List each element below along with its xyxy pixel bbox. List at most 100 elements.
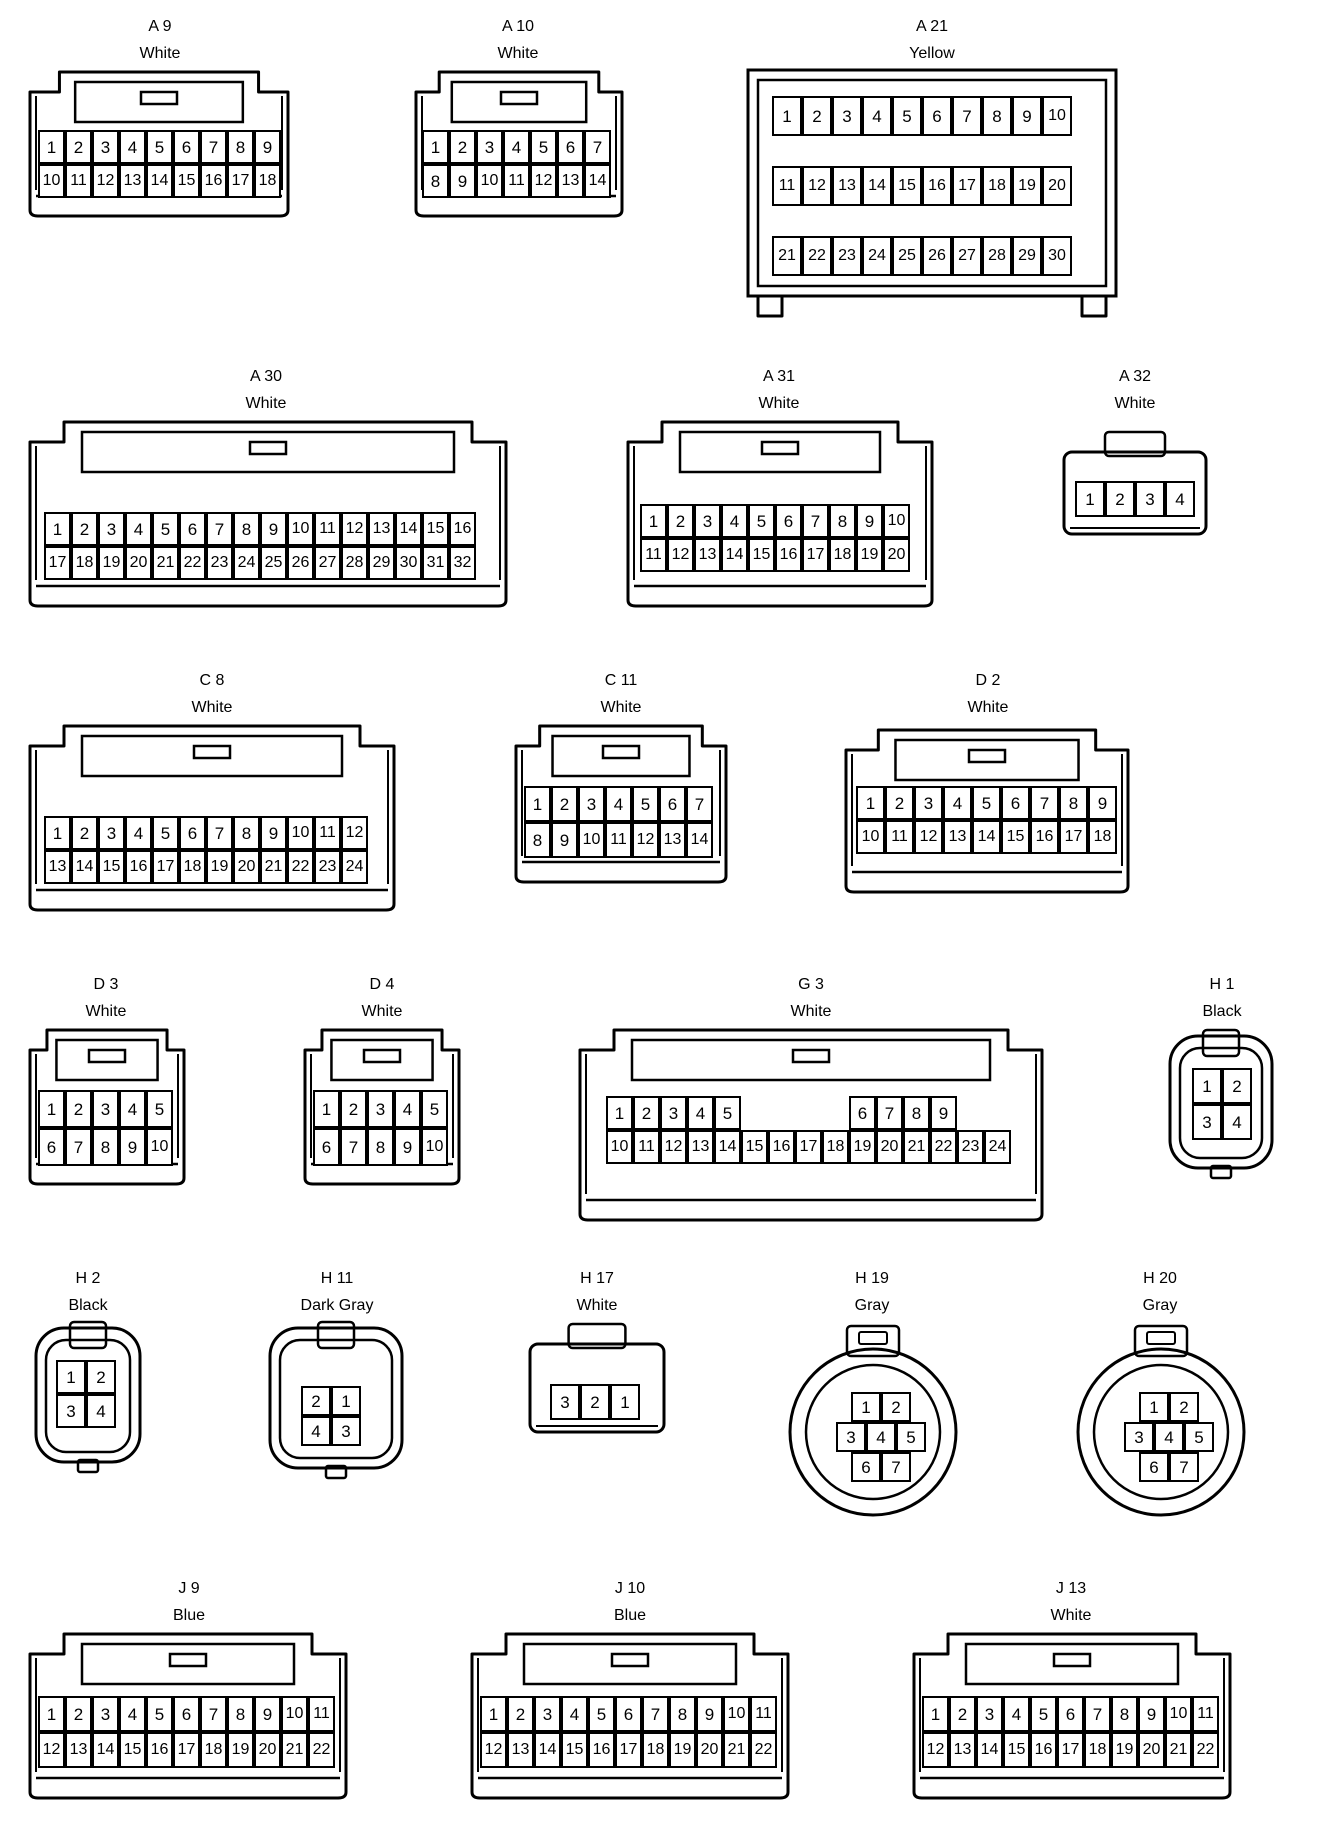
housing-outline (28, 724, 396, 912)
pin: 1 (38, 130, 65, 164)
pin: 22 (1192, 1732, 1219, 1768)
pin: 3 (92, 130, 119, 164)
pin: 19 (206, 850, 233, 884)
pin: 6 (1057, 1696, 1084, 1732)
pin: 4 (125, 512, 152, 546)
pin: 14 (862, 166, 892, 206)
pin: 5 (152, 816, 179, 850)
pin: 26 (287, 546, 314, 580)
pin: 7 (642, 1696, 669, 1732)
pin: 13 (659, 822, 686, 858)
pin: 4 (866, 1422, 896, 1452)
housing-outline (470, 1632, 790, 1800)
pin: 7 (206, 512, 233, 546)
pin: 11 (885, 820, 914, 854)
pin: 21 (903, 1130, 930, 1164)
pin: 6 (851, 1452, 881, 1482)
pin: 18 (829, 538, 856, 572)
pin: 10 (578, 822, 605, 858)
pin: 2 (71, 816, 98, 850)
pin: 1 (38, 1090, 65, 1128)
pin: 9 (119, 1128, 146, 1166)
connector-code: J 13 (1055, 1580, 1087, 1597)
pin: 6 (615, 1696, 642, 1732)
connector-color: White (245, 395, 287, 412)
pin: 1 (640, 504, 667, 538)
pin: 3 (534, 1696, 561, 1732)
pin: 20 (696, 1732, 723, 1768)
pin: 6 (1139, 1452, 1169, 1482)
connector-housing (514, 722, 728, 884)
pin: 5 (146, 1090, 173, 1128)
pin: 16 (449, 512, 476, 546)
pin: 12 (38, 1732, 65, 1768)
pin: 6 (173, 130, 200, 164)
pin: 7 (802, 504, 829, 538)
housing-outline (514, 724, 728, 884)
connector-housing (912, 1630, 1232, 1800)
pin: 3 (331, 1416, 361, 1446)
pin: 9 (449, 164, 476, 198)
pin: 18 (982, 166, 1012, 206)
pin: 2 (580, 1384, 610, 1420)
pin: 5 (1184, 1422, 1214, 1452)
pin: 3 (836, 1422, 866, 1452)
pin: 1 (606, 1096, 633, 1130)
pin: 23 (206, 546, 233, 580)
pin: 3 (98, 512, 125, 546)
pin: 21 (1165, 1732, 1192, 1768)
pin: 14 (584, 164, 611, 198)
pin: 6 (922, 96, 952, 136)
pin: 4 (125, 816, 152, 850)
pin: 3 (578, 786, 605, 822)
pin: 7 (952, 96, 982, 136)
pin: 3 (914, 786, 943, 820)
pin: 20 (1138, 1732, 1165, 1768)
pin: 3 (550, 1384, 580, 1420)
pin: 32 (449, 546, 476, 580)
pin: 17 (795, 1130, 822, 1164)
pin: 15 (561, 1732, 588, 1768)
pin: 14 (71, 850, 98, 884)
pin: 10 (476, 164, 503, 198)
connector-housing (1074, 1320, 1248, 1528)
pin: 16 (125, 850, 152, 884)
connector-code: H 17 (580, 1270, 614, 1287)
pin: 7 (881, 1452, 911, 1482)
pin: 8 (92, 1128, 119, 1166)
pin: 10 (287, 816, 314, 850)
pin: 20 (876, 1130, 903, 1164)
connector-color: White (576, 1297, 618, 1314)
pin: 17 (615, 1732, 642, 1768)
pin: 1 (610, 1384, 640, 1420)
pin: 18 (179, 850, 206, 884)
pin: 4 (119, 130, 146, 164)
pin: 18 (200, 1732, 227, 1768)
pin: 30 (1042, 236, 1072, 276)
pin: 15 (98, 850, 125, 884)
pin: 11 (308, 1696, 335, 1732)
housing-outline (1062, 430, 1208, 536)
pin: 21 (772, 236, 802, 276)
pin: 3 (832, 96, 862, 136)
housing-outline (844, 728, 1130, 894)
connector-code: H 1 (1209, 976, 1235, 993)
pin: 4 (721, 504, 748, 538)
pin: 7 (1084, 1696, 1111, 1732)
pin: 3 (1192, 1104, 1222, 1140)
pin: 8 (227, 1696, 254, 1732)
connector-housing (28, 1630, 348, 1800)
pin: 19 (1111, 1732, 1138, 1768)
connector-color: White (497, 45, 539, 62)
pin: 23 (832, 236, 862, 276)
connector-housing (28, 418, 508, 608)
pin: 9 (260, 816, 287, 850)
pin: 8 (903, 1096, 930, 1130)
pin: 6 (1001, 786, 1030, 820)
pin: 20 (254, 1732, 281, 1768)
pin: 3 (660, 1096, 687, 1130)
connector-code: C 8 (199, 672, 225, 689)
connector-housing (28, 722, 396, 912)
pin: 2 (885, 786, 914, 820)
pin: 9 (551, 822, 578, 858)
